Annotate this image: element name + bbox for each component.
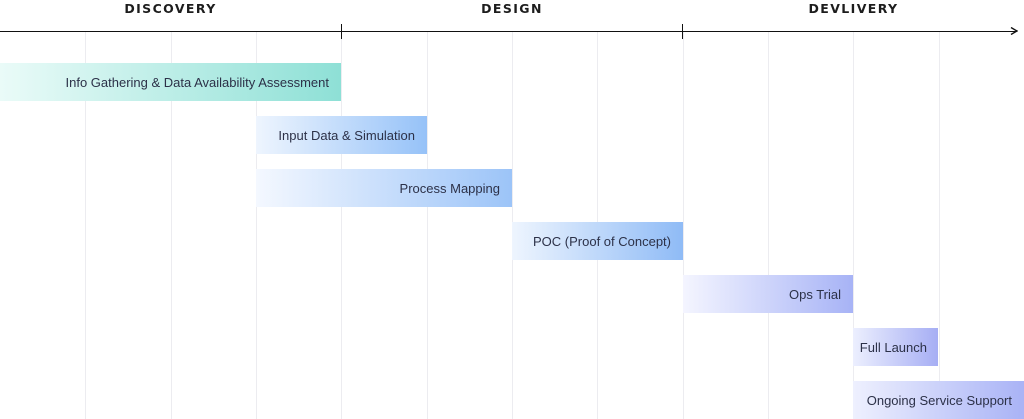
arrow-right-icon: [1010, 27, 1018, 35]
gridline: [341, 32, 342, 419]
gridline: [171, 32, 172, 419]
task-bar-poc: POC (Proof of Concept): [512, 222, 683, 260]
task-label: Input Data & Simulation: [278, 127, 415, 143]
task-bar-process-mapping: Process Mapping: [256, 169, 512, 207]
gridline: [85, 32, 86, 419]
timeline-axis: [0, 31, 1016, 33]
phase-label-discovery: DISCOVERY: [124, 1, 217, 16]
task-bar-ongoing-service-support: Ongoing Service Support: [853, 381, 1024, 419]
gridline: [683, 32, 684, 419]
task-bar-ops-trial: Ops Trial: [683, 275, 853, 313]
phase-label-design: DESIGN: [481, 1, 543, 16]
phase-label-delivery: DEVLIVERY: [808, 1, 899, 16]
gridline: [853, 32, 854, 419]
task-label: Ops Trial: [788, 286, 841, 302]
gridline: [256, 32, 257, 419]
gridline: [427, 32, 428, 419]
task-bar-full-launch: Full Launch: [853, 328, 938, 366]
phase-divider-tick: [682, 24, 684, 39]
task-label: POC (Proof of Concept): [533, 233, 671, 249]
task-bar-input-data-simulation: Input Data & Simulation: [256, 116, 427, 154]
phase-divider-tick: [341, 24, 343, 39]
task-label: Process Mapping: [399, 180, 500, 196]
task-bar-info-gathering: Info Gathering & Data Availability Asses…: [0, 63, 341, 101]
gridline: [768, 32, 769, 419]
task-label: Ongoing Service Support: [866, 392, 1012, 408]
task-label: Info Gathering & Data Availability Asses…: [65, 74, 329, 90]
task-label: Full Launch: [859, 339, 927, 355]
gridline: [939, 32, 940, 419]
